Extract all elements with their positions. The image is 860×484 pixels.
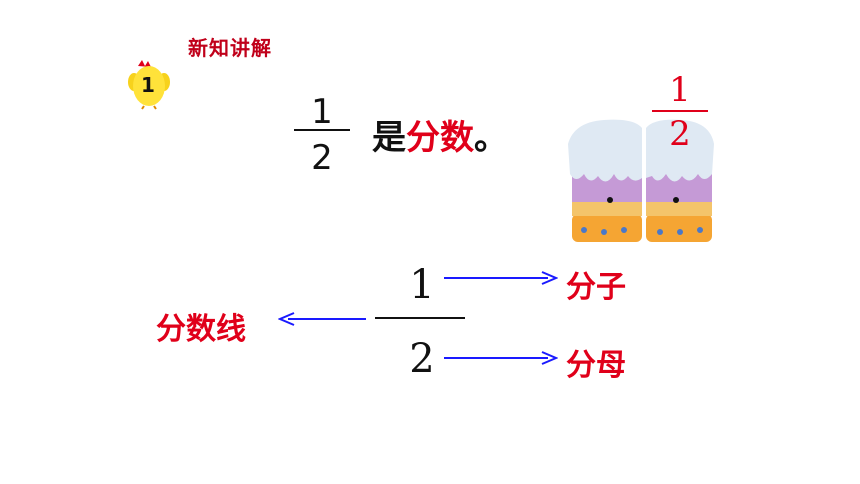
diagram-fraction-bar	[375, 317, 465, 319]
fraction-bar-arrow-icon	[278, 312, 366, 326]
cake-numerator: 1	[669, 70, 691, 110]
statement-suffix: 。	[474, 118, 508, 158]
chick-icon	[128, 60, 170, 110]
statement-fraction-bar	[294, 129, 350, 131]
denominator-arrow-icon	[444, 351, 558, 365]
fraction-bar-label: 分数线	[156, 312, 246, 347]
statement-highlight: 分数	[406, 118, 474, 158]
diagram-numerator: 1	[409, 262, 435, 308]
statement-denominator: 2	[311, 138, 333, 178]
denominator-label: 分母	[566, 348, 626, 383]
statement-numerator: 1	[311, 92, 333, 132]
statement-text: 是分数。	[372, 110, 508, 159]
cake-illustration	[568, 119, 714, 242]
cake-denominator: 2	[669, 114, 691, 154]
cake-right-half	[646, 119, 714, 242]
diagram-denominator: 2	[409, 336, 435, 382]
section-title: 新知讲解	[188, 36, 272, 60]
numerator-label: 分子	[566, 270, 626, 305]
cake-left-half	[568, 119, 642, 242]
cake-fraction-bar	[652, 110, 708, 112]
numerator-arrow-icon	[444, 271, 558, 285]
badge-number: 1	[141, 73, 155, 97]
statement-prefix: 是	[372, 118, 406, 158]
